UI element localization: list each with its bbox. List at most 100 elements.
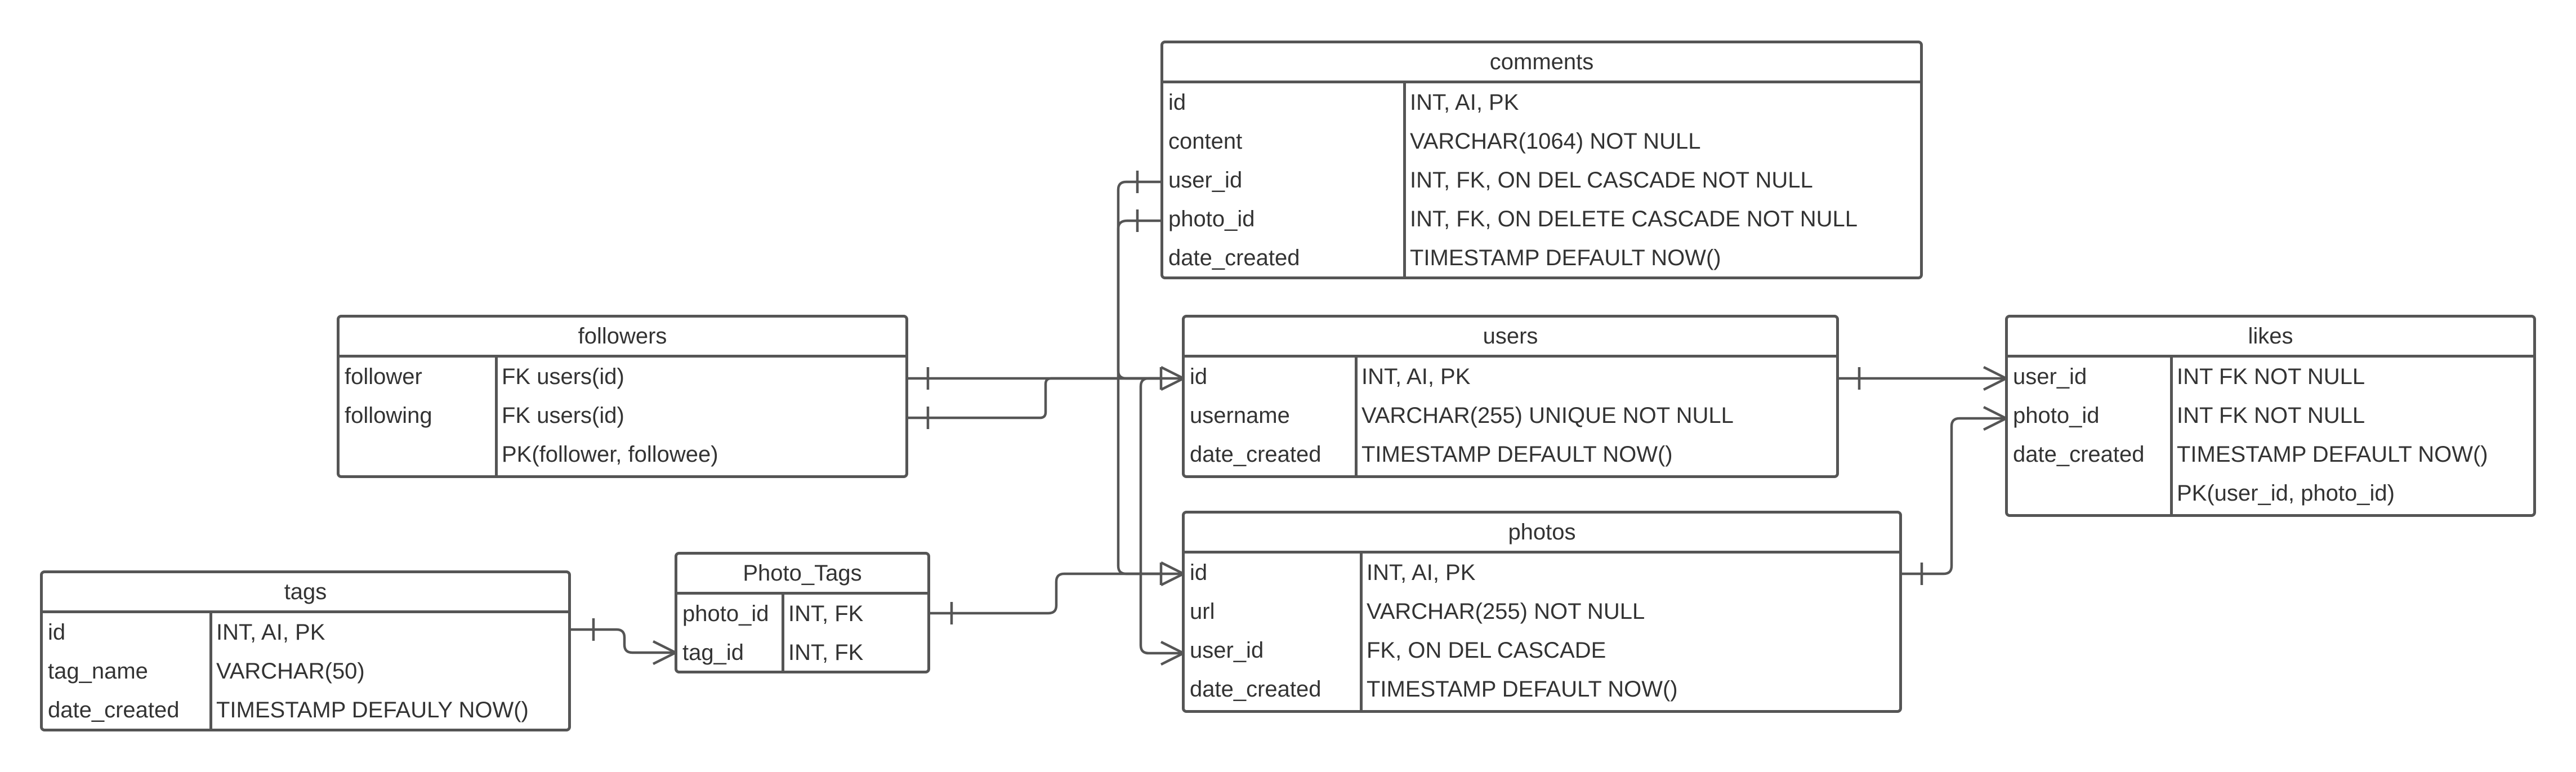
field-type: INT, AI, PK [1410, 90, 1519, 115]
field-row: user_id INT FK NOT NULL [2008, 358, 2533, 396]
field-type: INT, FK [788, 640, 864, 665]
field-name: content [1168, 129, 1243, 154]
field-type: INT FK NOT NULL [2177, 403, 2365, 428]
field-row: url VARCHAR(255) NOT NULL [1185, 592, 1899, 631]
field-name: date_created [1190, 442, 1322, 467]
field-name: photo_id [2013, 403, 2100, 428]
field-type: TIMESTAMP DEFAULT NOW() [1367, 677, 1678, 702]
entity-title: users [1185, 318, 1836, 358]
entity-title: likes [2008, 318, 2533, 358]
column-divider [1355, 358, 1358, 475]
field-row: tag_id INT, FK [677, 633, 927, 671]
field-type: VARCHAR(255) UNIQUE NOT NULL [1361, 403, 1734, 428]
field-row: following FK users(id) [340, 396, 905, 435]
field-row: date_created TIMESTAMP DEFAULY NOW() [43, 691, 568, 729]
field-row: id INT, AI, PK [1185, 358, 1836, 396]
field-row: PK(user_id, photo_id) [2008, 474, 2533, 513]
field-type: FK, ON DEL CASCADE [1367, 638, 1606, 663]
field-name: date_created [1190, 677, 1322, 702]
field-type: PK(user_id, photo_id) [2177, 481, 2395, 506]
field-row: follower FK users(id) [340, 358, 905, 396]
field-name: id [1190, 364, 1208, 389]
column-divider [495, 358, 498, 475]
field-type: PK(follower, followee) [502, 442, 718, 467]
entity-title: photos [1185, 514, 1899, 554]
field-name: photo_id [682, 601, 769, 626]
field-name: username [1190, 403, 1290, 428]
field-type: INT, AI, PK [1367, 560, 1476, 585]
field-type: FK users(id) [502, 364, 624, 389]
field-name: id [48, 620, 66, 645]
field-name: user_id [2013, 364, 2087, 389]
entity-users[interactable]: users id INT, AI, PK username VARCHAR(255)… [1182, 315, 1839, 478]
entity-title: followers [340, 318, 905, 358]
relation-phototags-photos [929, 572, 1161, 624]
field-row: user_id INT, FK, ON DEL CASCADE NOT NULL [1163, 161, 1920, 200]
field-name: user_id [1190, 638, 1264, 663]
field-name: follower [345, 364, 422, 389]
field-type: VARCHAR(1064) NOT NULL [1410, 129, 1701, 154]
field-row: user_id FK, ON DEL CASCADE [1185, 631, 1899, 670]
entity-title: tags [43, 573, 568, 613]
field-type: INT, FK [788, 601, 864, 626]
field-row: date_created TIMESTAMP DEFAULT NOW() [1163, 239, 1920, 276]
field-row: username VARCHAR(255) UNIQUE NOT NULL [1185, 396, 1836, 435]
field-type: VARCHAR(255) NOT NULL [1367, 599, 1645, 624]
column-divider [2170, 358, 2173, 514]
field-row: id INT, AI, PK [1185, 554, 1899, 592]
column-divider [1360, 554, 1363, 710]
field-row: photo_id INT, FK [677, 595, 927, 633]
field-row: photo_id INT FK NOT NULL [2008, 396, 2533, 435]
field-type: INT, AI, PK [216, 620, 325, 645]
field-row: photo_id INT, FK, ON DELETE CASCADE NOT N… [1163, 200, 1920, 239]
field-type: TIMESTAMP DEFAULT NOW() [1410, 246, 1721, 270]
entity-title: Photo_Tags [677, 555, 927, 595]
field-type: TIMESTAMP DEFAULT NOW() [1361, 442, 1673, 467]
entity-title: comments [1163, 43, 1920, 83]
field-type: VARCHAR(50) [216, 659, 365, 684]
entity-tags[interactable]: tags id INT, AI, PK tag_name VARCHAR(50) d… [40, 570, 571, 731]
field-name: id [1190, 560, 1208, 585]
field-type: TIMESTAMP DEFAULT NOW() [2177, 442, 2488, 467]
field-name: photo_id [1168, 207, 1255, 231]
field-name: user_id [1168, 168, 1243, 193]
relation-followers-following-users [907, 377, 1161, 429]
field-type: INT FK NOT NULL [2177, 364, 2365, 389]
field-name: tag_id [682, 640, 744, 665]
entity-followers[interactable]: followers follower FK users(id) following… [337, 315, 908, 478]
column-divider [782, 595, 784, 671]
field-row: date_created TIMESTAMP DEFAULT NOW() [1185, 435, 1836, 474]
field-type: INT, FK, ON DEL CASCADE NOT NULL [1410, 168, 1813, 193]
column-divider [209, 613, 212, 729]
column-divider [1403, 83, 1406, 276]
field-name: following [345, 403, 432, 428]
field-row: tag_name VARCHAR(50) [43, 652, 568, 691]
field-name: tag_name [48, 659, 148, 684]
field-type: TIMESTAMP DEFAULY NOW() [216, 698, 529, 722]
field-name: id [1168, 90, 1186, 115]
entity-comments[interactable]: comments id INT, AI, PK content VARCHAR(10… [1160, 41, 1923, 279]
field-row: id INT, AI, PK [1163, 83, 1920, 122]
field-row: date_created TIMESTAMP DEFAULT NOW() [1185, 670, 1899, 709]
field-row: PK(follower, followee) [340, 435, 905, 474]
relation-tags-phototags [570, 618, 677, 666]
entity-photos[interactable]: photos id INT, AI, PK url VARCHAR(255) NOT… [1182, 511, 1902, 713]
field-name: url [1190, 599, 1215, 624]
relation-comments-user-users [1117, 171, 1162, 380]
field-row: date_created TIMESTAMP DEFAULT NOW() [2008, 435, 2533, 474]
field-type: INT, AI, PK [1361, 364, 1471, 389]
field-name: date_created [48, 698, 180, 722]
field-row: content VARCHAR(1064) NOT NULL [1163, 122, 1920, 161]
relation-users-likes-user [1838, 365, 2007, 391]
field-type: FK users(id) [502, 403, 624, 428]
field-name: date_created [2013, 442, 2145, 467]
field-name: date_created [1168, 246, 1300, 270]
field-type: INT, FK, ON DELETE CASCADE NOT NULL [1410, 207, 1858, 231]
relation-users-photos-user [1139, 377, 1185, 666]
field-row: id INT, AI, PK [43, 613, 568, 652]
relation-photos-likes-photo [1901, 405, 2007, 585]
